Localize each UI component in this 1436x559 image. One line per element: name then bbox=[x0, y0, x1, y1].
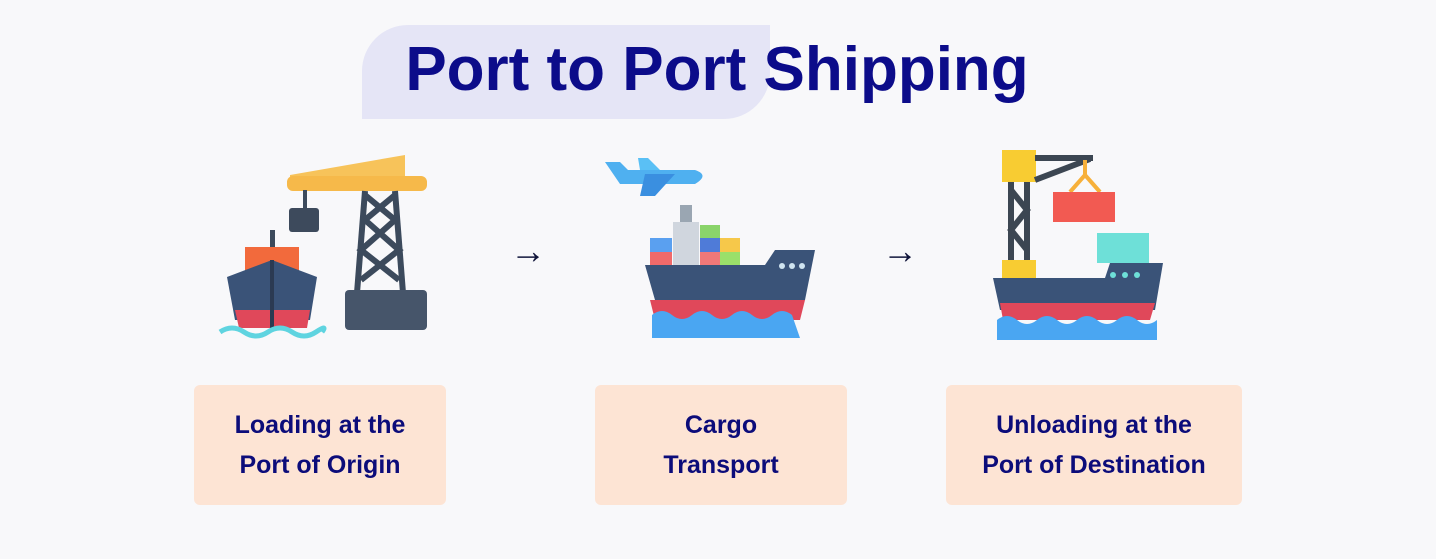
step-label-line2: Port of Destination bbox=[982, 451, 1206, 479]
step-label-line1: Cargo bbox=[684, 411, 758, 439]
cargo-ship-airplane-icon bbox=[605, 158, 815, 338]
title-text: Port to Port Shipping bbox=[405, 35, 1029, 104]
step-label-line2: Port of Origin bbox=[239, 451, 401, 479]
crane-loading-ship-icon bbox=[218, 155, 427, 339]
step-label-line2: Transport bbox=[663, 451, 779, 479]
step-label-line1: Unloading at the bbox=[996, 411, 1192, 439]
step-label-line1: Loading at the bbox=[234, 411, 406, 439]
title-highlight bbox=[362, 25, 770, 119]
page-title: Port to Port Shipping bbox=[0, 34, 1436, 105]
arrow-right-icon: → bbox=[510, 230, 546, 271]
crane-unloading-ship-icon bbox=[993, 150, 1163, 340]
arrow-right-icon: → bbox=[882, 230, 918, 271]
